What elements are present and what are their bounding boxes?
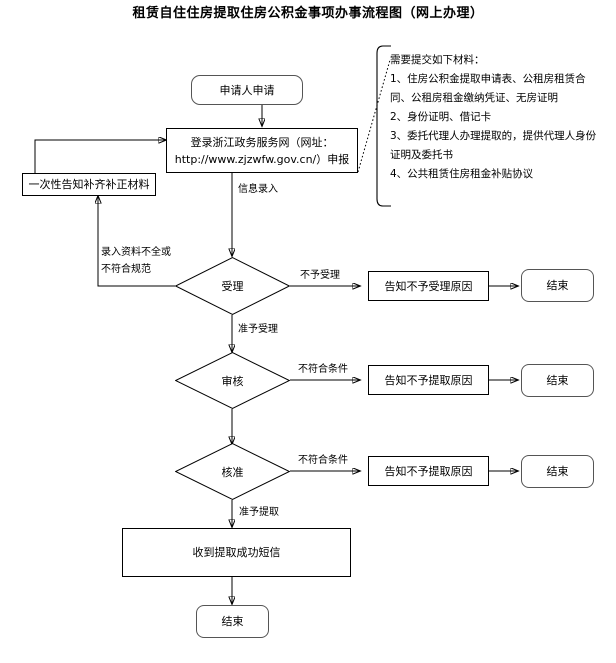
node-review-decision[interactable]: 审核	[175, 352, 290, 409]
node-login-portal[interactable]: 登录浙江政务服务网（网址： http://www.zjzwfw.gov.cn/）…	[166, 128, 358, 173]
node-reason-not-accepted[interactable]: 告知不予受理原因	[368, 271, 489, 301]
node-end-accept[interactable]: 结束	[521, 269, 594, 302]
edge-label-allow-accept: 准予受理	[238, 324, 278, 335]
node-sms-success-label: 收到提取成功短信	[192, 546, 281, 559]
node-end-approve[interactable]: 结束	[521, 455, 594, 488]
node-notify-supplement-label: 一次性告知补齐补正材料	[28, 178, 150, 191]
required-materials-note: 需要提交如下材料： 1、住房公积金提取申请表、公租房租赁合同、公租房租金缴纳凭证…	[376, 45, 608, 207]
node-login-portal-line2: http://www.zjzwfw.gov.cn/）申报	[174, 152, 350, 166]
node-reason-not-accepted-label: 告知不予受理原因	[384, 279, 473, 293]
node-end-review[interactable]: 结束	[521, 364, 594, 397]
edge-label-not-meet-condition-review: 不符合条件	[298, 364, 348, 375]
edge-label-incomplete-line2: 不符合规范	[101, 264, 151, 275]
note-item-4: 4、公共租赁住房租金补贴协议	[390, 168, 534, 180]
edge-label-allow-withdraw: 准予提取	[239, 507, 279, 518]
node-sms-success[interactable]: 收到提取成功短信	[122, 528, 351, 577]
note-item-2: 2、身份证明、借记卡	[390, 111, 492, 123]
note-item-1: 1、住房公积金提取申请表、公租房租赁合同、公租房租金缴纳凭证、无房证明	[390, 73, 586, 104]
page-title: 租赁自住住房提取住房公积金事项办事流程图（网上办理）	[132, 6, 484, 21]
edge-label-info-entry: 信息录入	[238, 184, 278, 195]
node-reason-not-withdraw-approve[interactable]: 告知不予提取原因	[368, 456, 489, 486]
node-end-approve-label: 结束	[546, 465, 569, 478]
node-end-final[interactable]: 结束	[196, 605, 269, 638]
node-applicant[interactable]: 申请人申请	[191, 75, 303, 105]
node-notify-supplement[interactable]: 一次性告知补齐补正材料	[22, 173, 156, 196]
note-bracket-icon	[376, 45, 391, 207]
node-end-accept-label: 结束	[546, 279, 569, 292]
node-login-portal-line1: 登录浙江政务服务网（网址：	[190, 135, 334, 149]
edge-label-not-accepted: 不予受理	[300, 270, 340, 281]
node-reason-not-withdraw-review-label: 告知不予提取原因	[384, 373, 473, 387]
node-reason-not-withdraw-approve-label: 告知不予提取原因	[384, 464, 473, 478]
edge-label-not-meet-condition-approve: 不符合条件	[298, 455, 348, 466]
note-item-3: 3、委托代理人办理提取的，提供代理人身份证明及委托书	[390, 130, 597, 161]
node-approve-decision[interactable]: 核准	[175, 443, 290, 500]
note-heading: 需要提交如下材料：	[390, 54, 485, 66]
node-applicant-label: 申请人申请	[219, 83, 275, 97]
edge-label-incomplete-line1: 录入资料不全或	[101, 247, 171, 258]
node-end-final-label: 结束	[221, 615, 244, 628]
node-accept-decision[interactable]: 受理	[175, 257, 290, 315]
node-reason-not-withdraw-review[interactable]: 告知不予提取原因	[368, 365, 489, 395]
node-end-review-label: 结束	[546, 374, 569, 387]
